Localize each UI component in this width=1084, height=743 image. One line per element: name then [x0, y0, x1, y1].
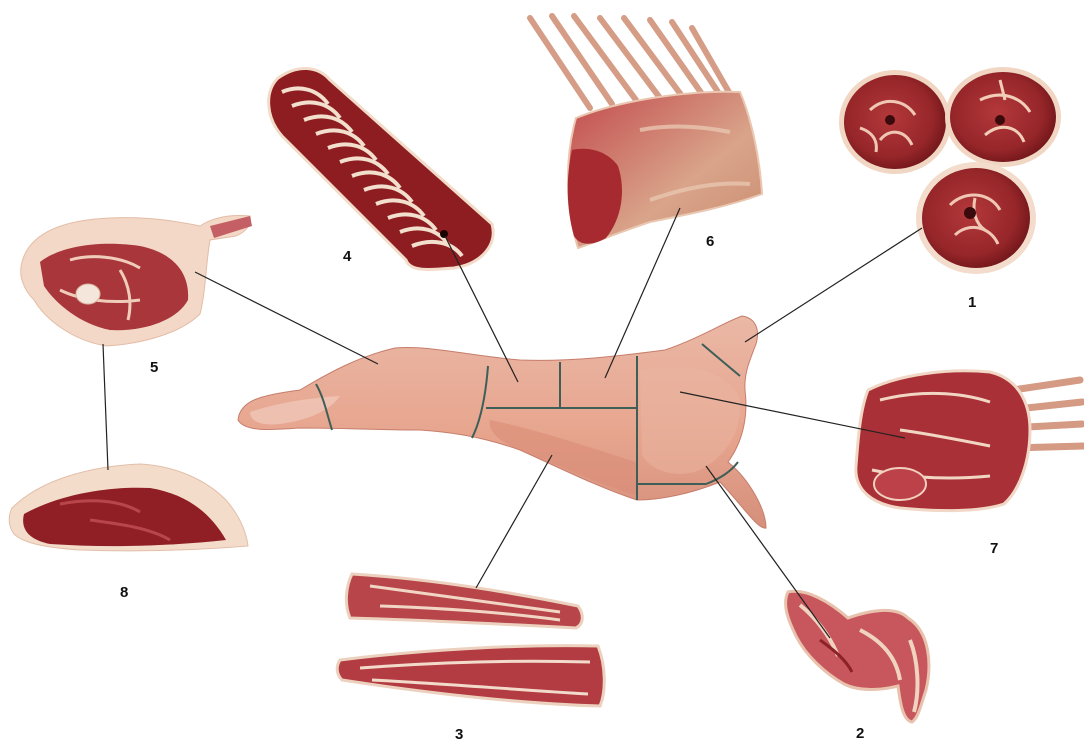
cut-4-chops [269, 68, 494, 269]
cut-6-rack [530, 16, 762, 248]
cut-label-6: 6 [706, 233, 714, 250]
neck-slice [945, 67, 1061, 167]
cut-8-rump [9, 464, 248, 551]
cut-label-8: 8 [120, 584, 128, 601]
cut-3-breast-strips [337, 574, 604, 706]
cut-label-7: 7 [990, 540, 998, 557]
leader-line-1 [745, 228, 922, 342]
cut-label-4: 4 [343, 248, 351, 265]
cut-2-shank [786, 591, 929, 722]
carcass [238, 316, 766, 528]
leader-line-8 [103, 344, 108, 470]
neck-slice [839, 70, 951, 174]
cut-label-3: 3 [455, 726, 463, 743]
leader-line-3 [476, 455, 552, 588]
cut-7-loin-rack [856, 371, 1084, 511]
cut-label-2: 2 [856, 725, 864, 742]
breast-strip-upper [346, 574, 582, 628]
breast-strip-lower [337, 646, 604, 706]
cut-label-1: 1 [968, 294, 976, 311]
cut-1-neck-slices [839, 67, 1061, 274]
leader-line-2 [706, 466, 830, 638]
cut-5-shoulder [21, 215, 252, 346]
neck-slice [916, 162, 1036, 274]
leader-line-5 [195, 272, 378, 364]
cut-label-5: 5 [150, 359, 158, 376]
